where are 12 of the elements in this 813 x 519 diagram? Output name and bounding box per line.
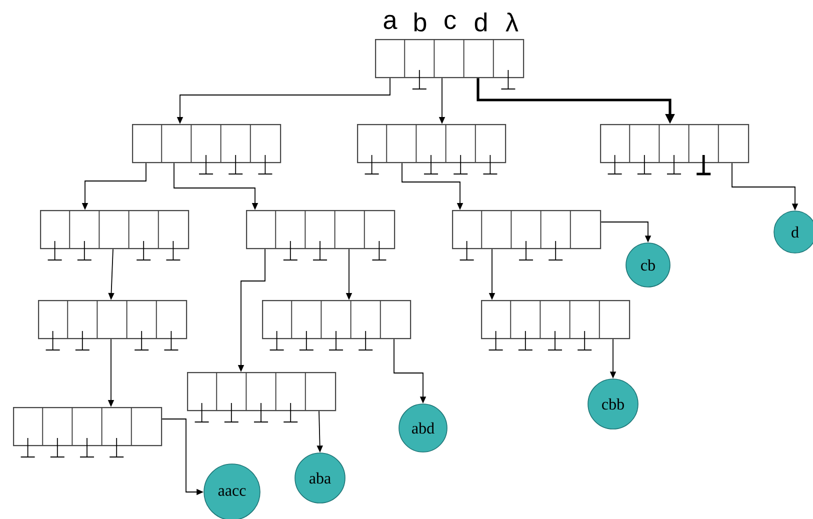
pointer-array [187, 372, 336, 412]
pointer-array [375, 38, 524, 78]
pointer-array [246, 210, 396, 250]
pointer-array [357, 124, 506, 164]
pointer-array [13, 406, 162, 446]
pointer-array [481, 300, 630, 340]
pointer-array [262, 300, 412, 340]
pointer-array [38, 300, 188, 340]
pointer-array [40, 210, 190, 250]
pointer-array [132, 124, 282, 164]
pointer-array [600, 124, 750, 164]
pointer-array [452, 210, 602, 250]
